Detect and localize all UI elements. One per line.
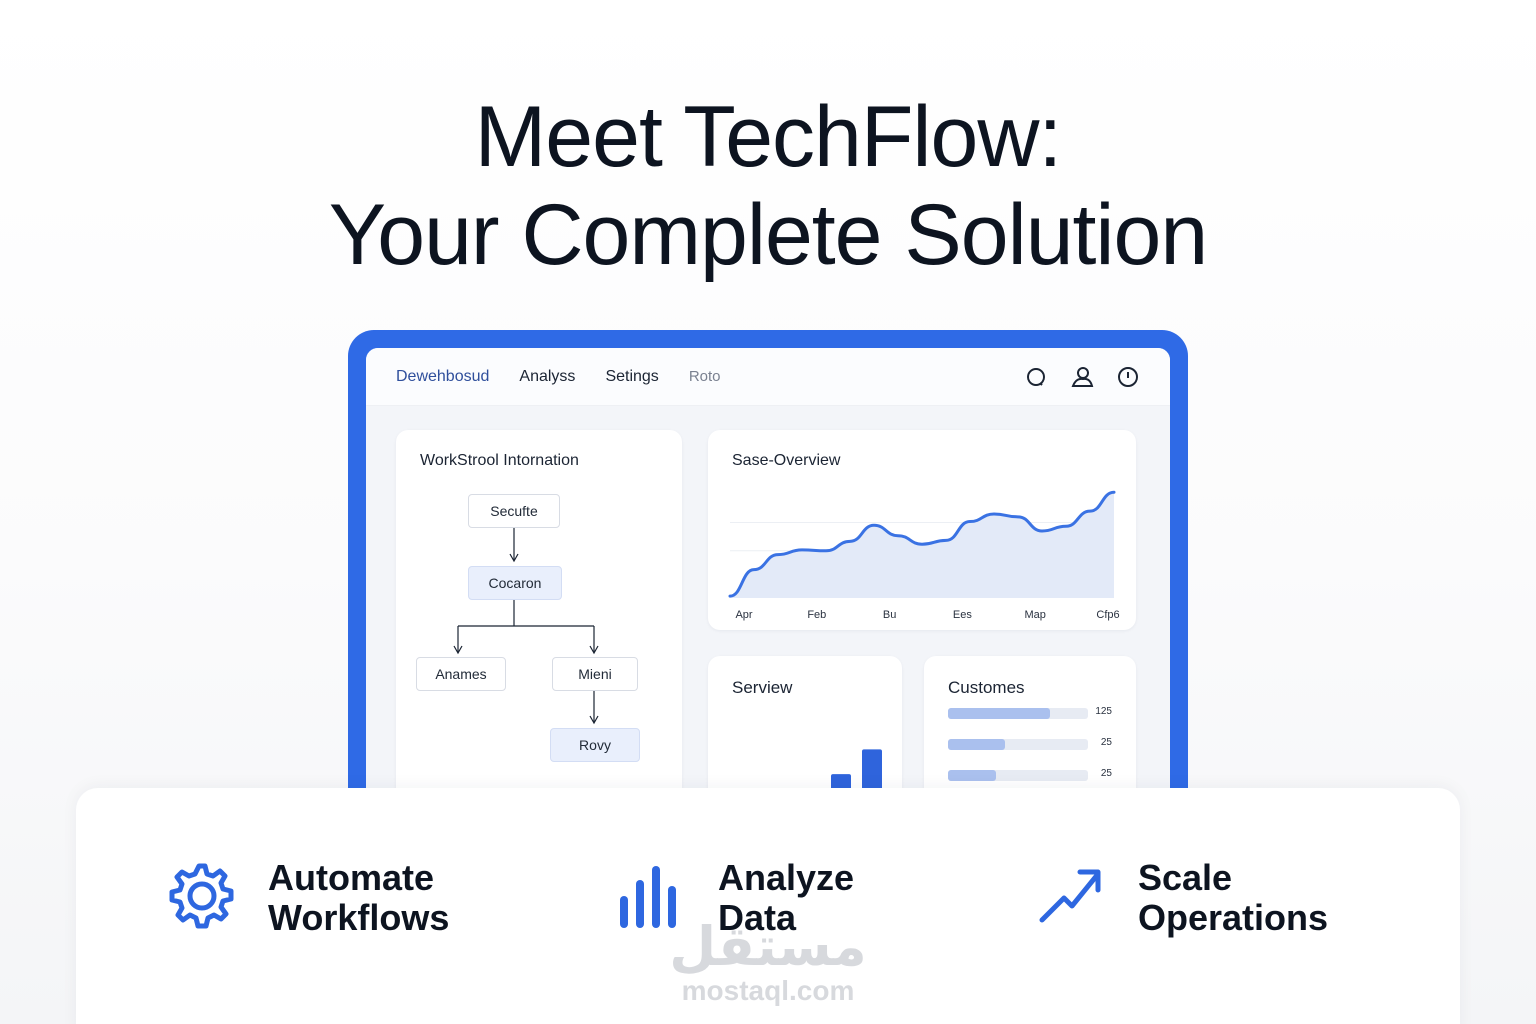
feature-automate-line-1: Automate	[268, 857, 435, 898]
dashboard-topbar: Dewehbosud Analyss Setings Roto	[366, 348, 1170, 406]
feature-automate-line-2: Workflows	[268, 897, 450, 938]
chart-x-tick-label: Apr	[735, 609, 752, 621]
feature-analyze-line-1: Analyze	[718, 857, 855, 898]
chart-x-tick-label: Cfp6	[1096, 609, 1119, 621]
customer-row-value: 25	[1100, 737, 1112, 748]
nav-item-settings[interactable]: Setings	[605, 367, 659, 385]
sales-area-chart: Apr Feb Bu Ees Map Cfp6	[728, 490, 1120, 621]
feature-scale-line-2: Operations	[1138, 897, 1329, 938]
workflow-node[interactable]: Rovy	[550, 728, 640, 762]
chart-x-tick-label: Ees	[953, 609, 972, 621]
workflow-node[interactable]: Secufte	[468, 494, 560, 528]
nav-item-roto[interactable]: Roto	[688, 368, 721, 385]
feature-automate: Automate Workflows	[166, 858, 449, 938]
feature-analyze: Analyze Data	[616, 858, 854, 938]
power-icon[interactable]	[1116, 365, 1140, 389]
customer-bar-track	[948, 770, 1088, 781]
sales-overview-title: Sase-Overview	[732, 452, 841, 469]
customer-bar-fill	[948, 708, 1051, 719]
customer-row-value: 25	[1100, 768, 1112, 779]
hero-title-line-1: Meet TechFlow:	[474, 89, 1063, 185]
customer-bar-track	[948, 708, 1088, 719]
workflow-connectors	[453, 528, 599, 725]
watermark: مستقل mostaql.com	[0, 918, 1536, 1006]
customer-bar-fill	[948, 770, 996, 781]
customer-row: 125	[948, 706, 1112, 720]
topbar-icon-group	[1024, 365, 1140, 389]
customer-row: 25	[948, 768, 1112, 782]
customer-bar-fill	[948, 739, 1006, 750]
hero-title-line-2: Your Complete Solution	[328, 187, 1208, 283]
service-card-title: Serview	[732, 678, 793, 697]
chart-x-tick-label: Feb	[807, 609, 826, 621]
customer-bar-track	[948, 739, 1088, 750]
chart-x-tick-label: Bu	[883, 609, 896, 621]
workflow-card-title: WorkStrool Intornation	[420, 452, 579, 469]
bar-chart-icon	[616, 860, 688, 932]
feature-analyze-label: Analyze Data	[718, 858, 854, 938]
chart-x-tick-label: Map	[1024, 609, 1045, 621]
feature-analyze-line-2: Data	[718, 897, 797, 938]
feature-automate-label: Automate Workflows	[268, 858, 449, 938]
workflow-node[interactable]: Mieni	[552, 657, 638, 691]
feature-panel: Automate Workflows Analyze Data	[76, 788, 1460, 1024]
device-frame: Dewehbosud Analyss Setings Roto WorkStro…	[348, 330, 1188, 850]
sales-overview-card: Sase-Overview Apr Feb Bu Ees Map Cfp6	[708, 430, 1136, 630]
chart-series-line	[728, 490, 1116, 598]
dashboard-screen: Dewehbosud Analyss Setings Roto WorkStro…	[366, 348, 1170, 850]
user-icon[interactable]	[1070, 365, 1094, 389]
hero-title: Meet TechFlow: Your Complete Solution	[0, 88, 1536, 284]
workflow-node[interactable]: Anames	[416, 657, 506, 691]
search-icon[interactable]	[1024, 365, 1048, 389]
gear-icon	[166, 860, 238, 932]
feature-scale: Scale Operations	[1036, 858, 1328, 938]
customer-row: 25	[948, 737, 1112, 751]
customers-card-title: Customes	[948, 678, 1025, 697]
workflow-card: WorkStrool Intornation Secufte Cocaron A…	[396, 430, 682, 850]
workflow-node[interactable]: Cocaron	[468, 566, 562, 600]
nav-item-dashboard[interactable]: Dewehbosud	[396, 367, 490, 385]
watermark-arabic: مستقل	[669, 915, 867, 978]
feature-scale-label: Scale Operations	[1138, 858, 1328, 938]
feature-scale-line-1: Scale	[1138, 857, 1233, 898]
trend-up-icon	[1036, 860, 1108, 932]
nav-item-analysis[interactable]: Analyss	[519, 367, 576, 385]
watermark-latin: mostaql.com	[681, 975, 855, 1006]
customer-row-value: 125	[1095, 706, 1112, 717]
